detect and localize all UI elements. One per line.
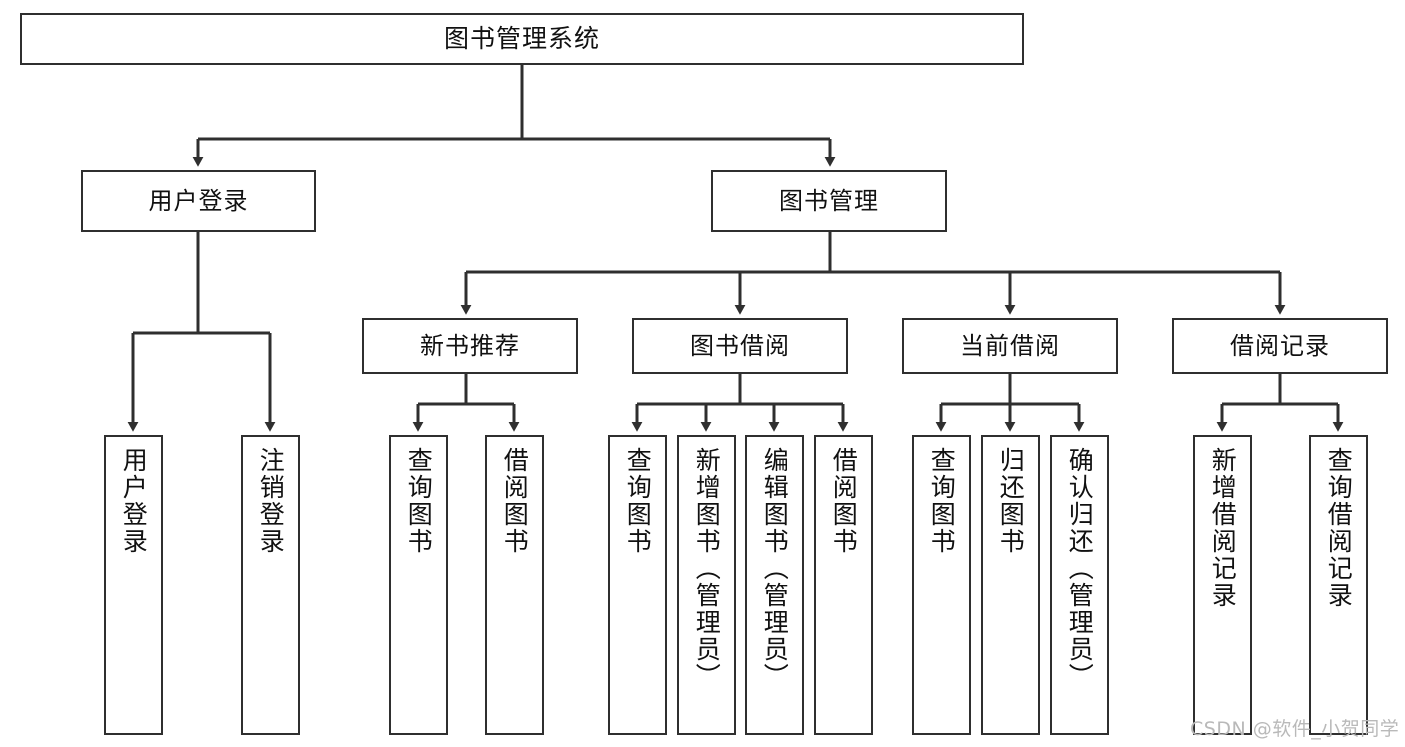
node-root-system[interactable]: 图书管理系统 xyxy=(20,13,1024,65)
node-label: 新书推荐 xyxy=(420,331,520,360)
node-label: 新增图书（管理员） xyxy=(692,447,722,690)
node-label: 用户登录 xyxy=(148,186,249,215)
node-label: 用户登录 xyxy=(119,447,149,555)
node-label: 查询图书 xyxy=(404,447,434,555)
node-label: 查询图书 xyxy=(623,447,653,555)
node-current-borrow[interactable]: 当前借阅 xyxy=(902,318,1118,374)
node-label: 新增借阅记录 xyxy=(1208,447,1238,609)
node-label: 图书管理系统 xyxy=(443,24,600,53)
node-new-book-recommend[interactable]: 新书推荐 xyxy=(362,318,578,374)
leaf-new-book-borrow[interactable]: 借阅图书 xyxy=(485,435,544,735)
node-label: 图书管理 xyxy=(779,186,879,215)
leaf-new-book-query[interactable]: 查询图书 xyxy=(389,435,448,735)
csdn-watermark: CSDN @软件_小贺同学 xyxy=(1190,718,1400,740)
leaf-record-add[interactable]: 新增借阅记录 xyxy=(1193,435,1252,735)
node-book-borrow[interactable]: 图书借阅 xyxy=(632,318,848,374)
node-label: 图书借阅 xyxy=(690,331,790,360)
leaf-borrow-borrow-book[interactable]: 借阅图书 xyxy=(814,435,873,735)
node-label: 借阅图书 xyxy=(500,447,530,555)
node-user-login[interactable]: 用户登录 xyxy=(81,170,316,232)
leaf-current-query-book[interactable]: 查询图书 xyxy=(912,435,971,735)
leaf-user-login-login[interactable]: 用户登录 xyxy=(104,435,163,735)
leaf-borrow-edit-book[interactable]: 编辑图书（管理员） xyxy=(745,435,804,735)
leaf-current-confirm-return[interactable]: 确认归还（管理员） xyxy=(1050,435,1109,735)
leaf-borrow-add-book[interactable]: 新增图书（管理员） xyxy=(677,435,736,735)
leaf-current-return-book[interactable]: 归还图书 xyxy=(981,435,1040,735)
node-label: 确认归还（管理员） xyxy=(1065,447,1095,690)
node-label: 归还图书 xyxy=(996,447,1026,555)
node-label: 注销登录 xyxy=(256,447,286,555)
node-label: 当前借阅 xyxy=(960,331,1060,360)
leaf-borrow-query-book[interactable]: 查询图书 xyxy=(608,435,667,735)
leaf-record-query[interactable]: 查询借阅记录 xyxy=(1309,435,1368,735)
node-label: 借阅图书 xyxy=(829,447,859,555)
node-borrow-record[interactable]: 借阅记录 xyxy=(1172,318,1388,374)
node-label: 编辑图书（管理员） xyxy=(760,447,790,690)
node-label: 查询图书 xyxy=(927,447,957,555)
node-label: 查询借阅记录 xyxy=(1324,447,1354,609)
node-label: 借阅记录 xyxy=(1230,331,1330,360)
leaf-user-login-logout[interactable]: 注销登录 xyxy=(241,435,300,735)
node-book-management[interactable]: 图书管理 xyxy=(711,170,947,232)
